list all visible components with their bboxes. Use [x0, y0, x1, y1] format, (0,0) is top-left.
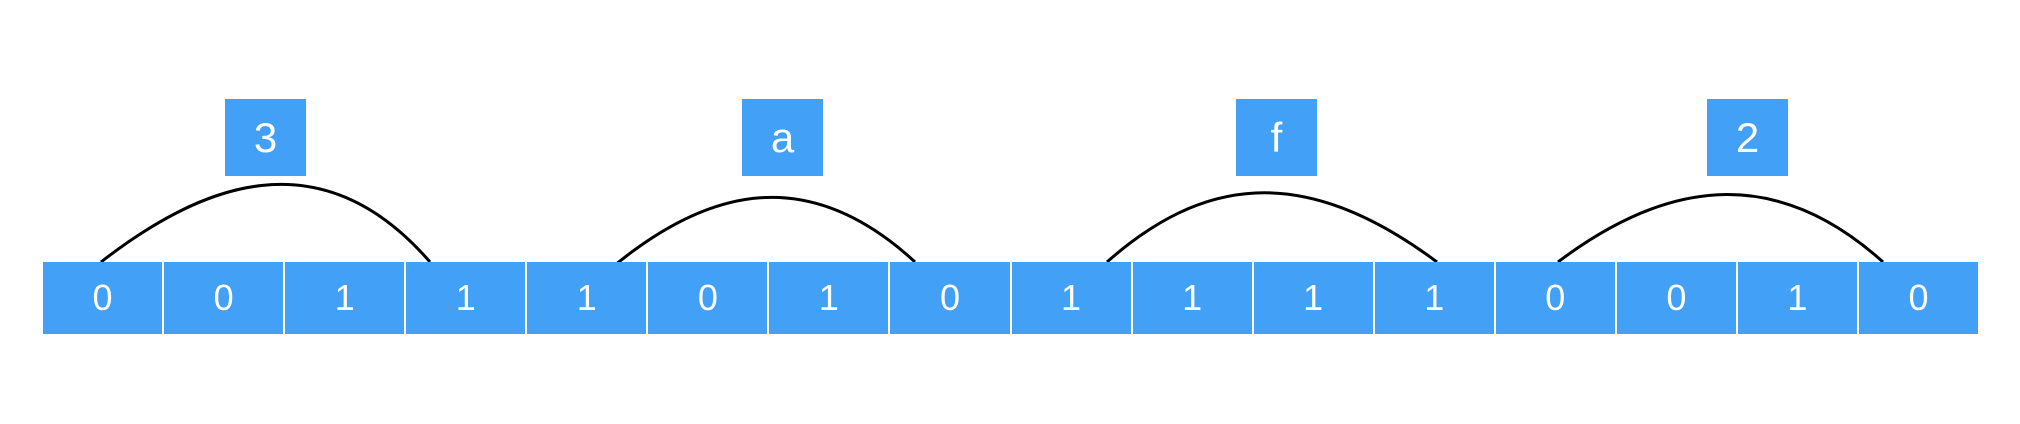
bit-cell: 1 [1011, 262, 1133, 334]
hex-digit-label: a [770, 113, 795, 161]
bit-cell: 1 [1374, 262, 1496, 334]
hex-digit-label: 3 [253, 113, 278, 161]
hex-digit-box-4: 2 [1707, 99, 1788, 176]
bit-cell: 1 [769, 262, 891, 334]
hex-digit-label: f [1270, 113, 1283, 161]
bit-group-arc-1 [100, 182, 432, 264]
bit-cell: 0 [648, 262, 770, 334]
bit-cell: 0 [1858, 262, 1978, 334]
bit-cell: 1 [285, 262, 407, 334]
hex-digit-box-2: a [742, 99, 823, 176]
bit-cell: 1 [1132, 262, 1254, 334]
bit-group-arc-3 [1106, 191, 1438, 264]
bit-cell: 0 [1616, 262, 1738, 334]
bit-group-arc-4 [1557, 193, 1885, 264]
hex-digit-box-3: f [1236, 99, 1317, 176]
bit-cell: 1 [1737, 262, 1859, 334]
bit-cell: 0 [890, 262, 1012, 334]
bit-group-arc-2 [608, 195, 917, 272]
bit-cell: 1 [406, 262, 528, 334]
bit-cell: 0 [43, 262, 165, 334]
hex-digit-label: 2 [1735, 113, 1760, 161]
bit-cell: 0 [164, 262, 286, 334]
bit-cell: 1 [1253, 262, 1375, 334]
hex-digit-box-1: 3 [225, 99, 306, 176]
bit-cell: 1 [527, 262, 649, 334]
bit-cell: 0 [1495, 262, 1617, 334]
